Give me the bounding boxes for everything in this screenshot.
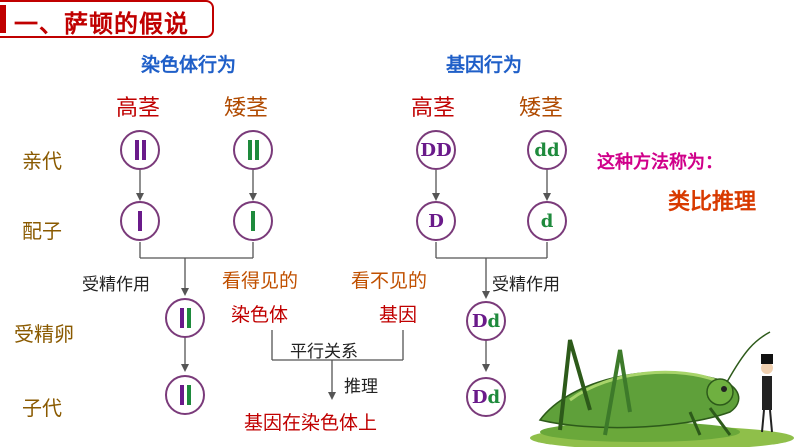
fertilization-label-chromosome: 受精作用 (82, 270, 150, 295)
chromosome-bar (251, 211, 255, 231)
gene-zygote-recessive: d (488, 311, 501, 332)
conclusion-label: 基因在染色体上 (244, 408, 377, 435)
chromosome-gamete-tall (120, 201, 160, 241)
chromosome-bar (248, 140, 252, 160)
chromosome-bar (138, 211, 142, 231)
chromosome-gamete-short (233, 201, 273, 241)
chromosome-bar (135, 140, 139, 160)
visible-label: 看得见的 (222, 266, 298, 293)
chromosome-parent-tall (120, 130, 160, 170)
chromosome-bar (142, 140, 146, 160)
gene-parent-short: dd (527, 130, 567, 170)
chromosome-bar (180, 385, 184, 405)
chromosome-parent-short (233, 130, 273, 170)
chromosome-zygote (165, 298, 205, 338)
gene-label: 基因 (379, 300, 417, 327)
chromosome-bar (180, 308, 184, 328)
gene-gamete-short: d (527, 201, 567, 241)
chromosome-bar (255, 140, 259, 160)
inference-label: 推理 (344, 372, 378, 397)
chromosome-bar (187, 308, 191, 328)
invisible-label: 看不见的 (351, 266, 427, 293)
gene-offspring-recessive: d (488, 387, 501, 408)
chromosome-offspring (165, 375, 205, 415)
gene-parent-tall: DD (416, 130, 456, 170)
method-question: 这种方法称为： (597, 148, 723, 174)
fertilization-label-gene: 受精作用 (492, 270, 560, 295)
chromosome-label: 染色体 (231, 300, 288, 327)
grasshopper-illustration (530, 320, 794, 447)
parallel-relation-label: 平行关系 (290, 337, 358, 362)
gene-offspring-dominant: D (472, 387, 488, 408)
gene-gamete-tall: D (416, 201, 456, 241)
method-answer: 类比推理 (668, 184, 756, 216)
chromosome-bar (187, 385, 191, 405)
gene-zygote-dominant: D (472, 311, 488, 332)
